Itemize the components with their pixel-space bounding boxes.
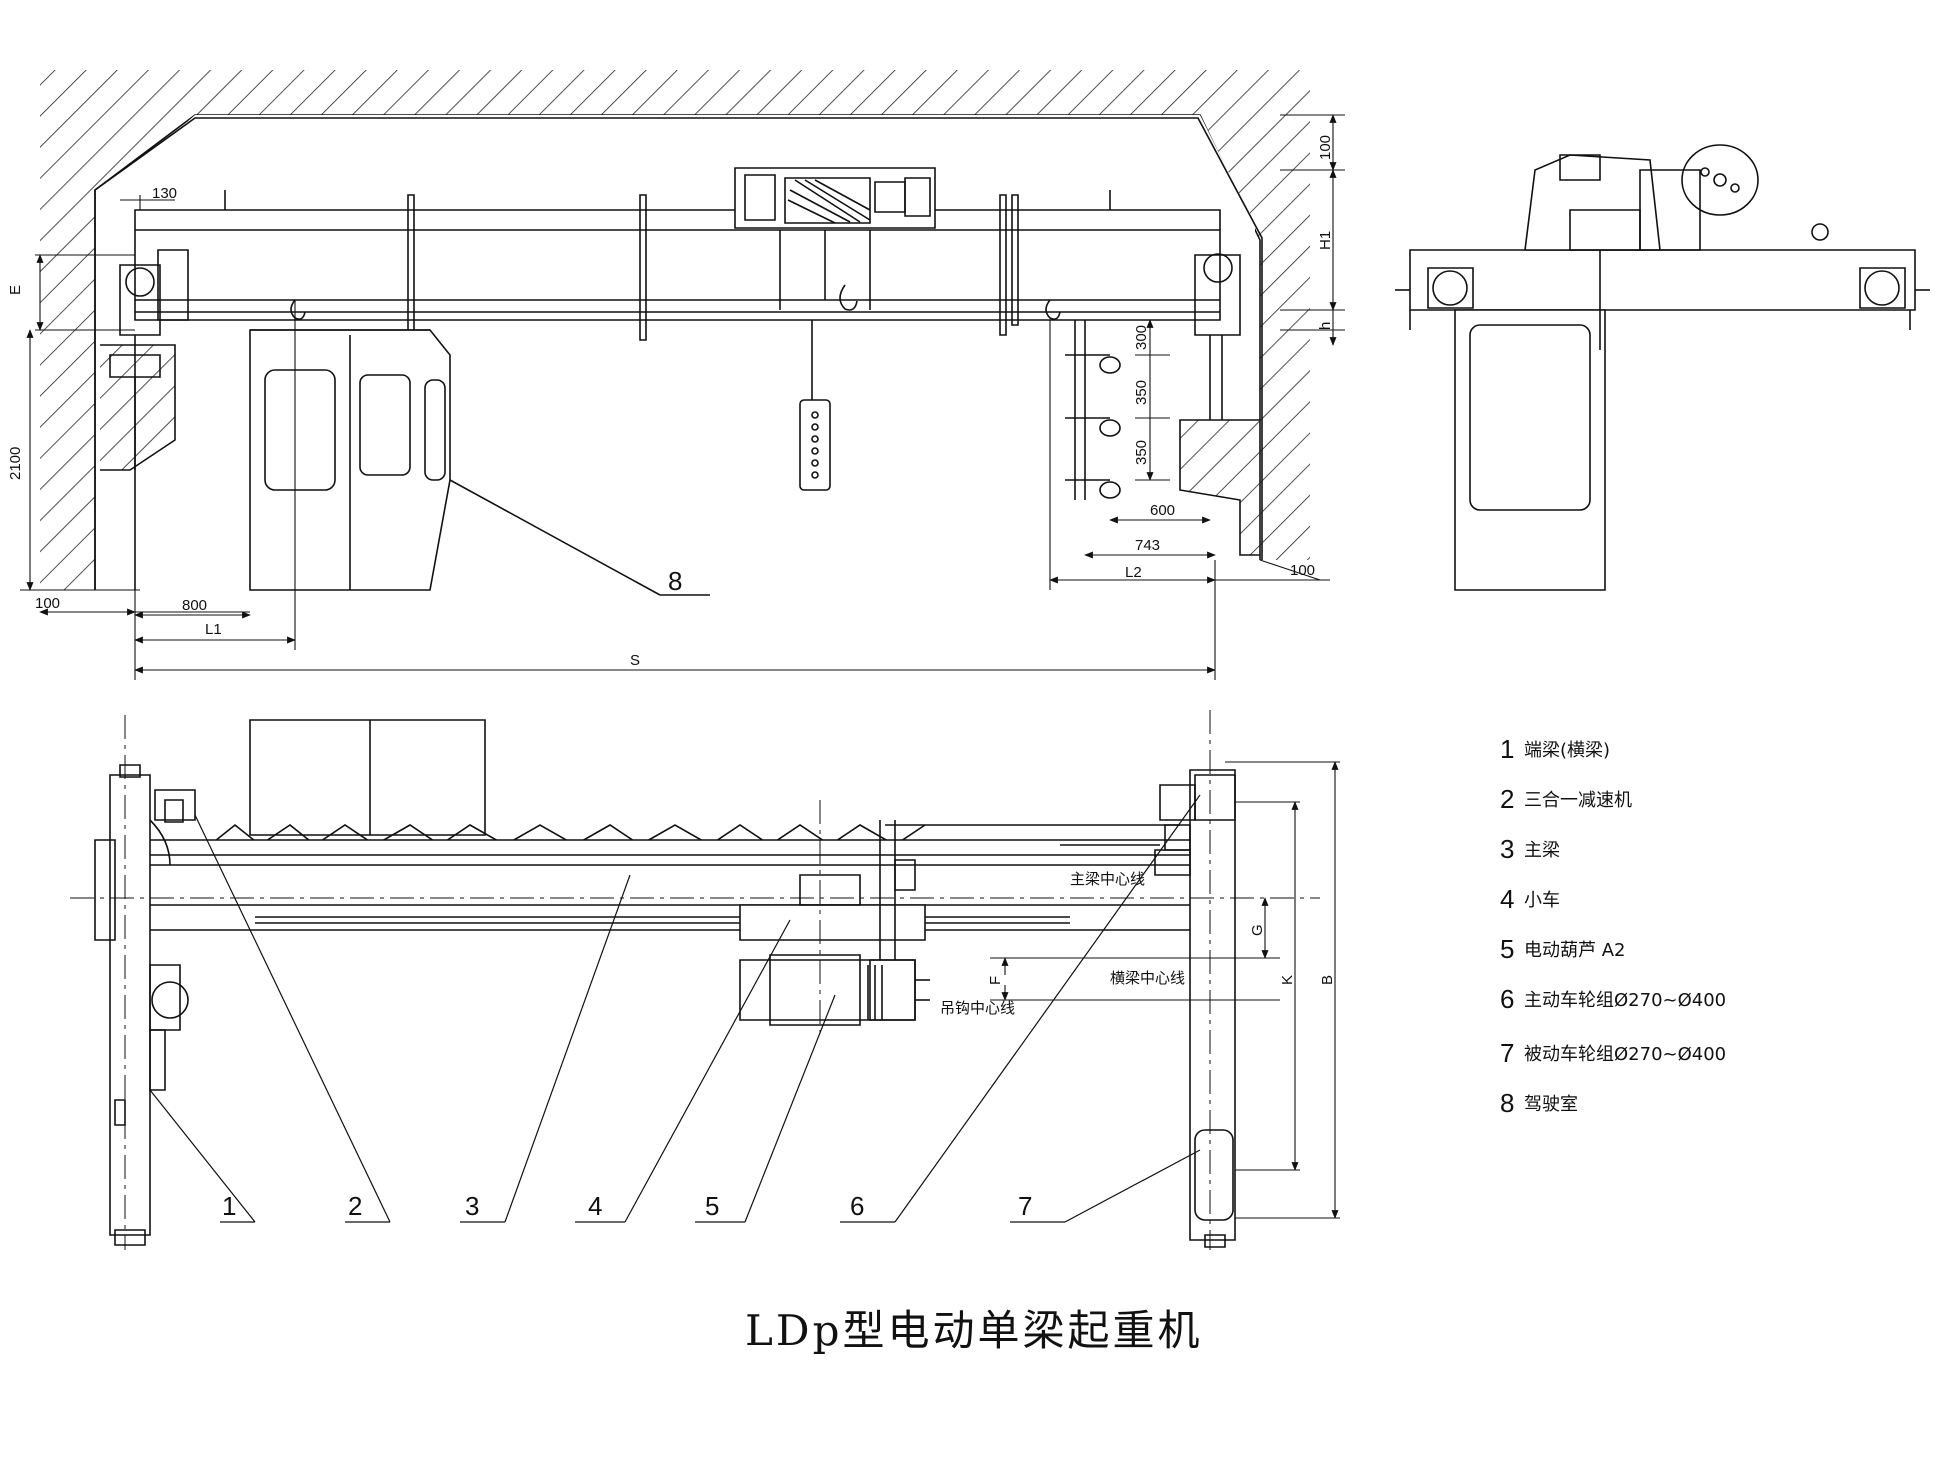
dim-S: S bbox=[630, 652, 640, 669]
festoon-supports bbox=[1065, 320, 1120, 500]
dim-130: 130 bbox=[152, 185, 177, 202]
legend-num: 1 bbox=[1500, 734, 1514, 764]
legend: 1 端梁(横梁) 2 三合一减速机 3 主梁 4 小车 5 电动葫芦 A2 6 … bbox=[1500, 734, 1726, 1118]
main-beam-centerline-label: 主梁中心线 bbox=[1070, 870, 1145, 888]
dim-743: 743 bbox=[1135, 537, 1160, 554]
callout-2: 2 bbox=[348, 1191, 362, 1221]
legend-text: 驾驶室 bbox=[1524, 1094, 1578, 1115]
drawing-title: LDp型电动单梁起重机 bbox=[745, 1306, 1202, 1355]
legend-num: 6 bbox=[1500, 984, 1514, 1014]
dim-100-top: 100 bbox=[1317, 135, 1334, 160]
legend-text: 电动葫芦 A2 bbox=[1524, 940, 1626, 961]
end-carriage-left bbox=[110, 775, 150, 1235]
legend-text: 主梁 bbox=[1524, 840, 1560, 861]
dim-L2: L2 bbox=[1125, 564, 1142, 581]
legend-text: 小车 bbox=[1524, 890, 1560, 911]
callout-6: 6 bbox=[850, 1191, 864, 1221]
legend-text: 主动车轮组Ø270~Ø400 bbox=[1524, 990, 1726, 1011]
dim-h: h bbox=[1317, 322, 1334, 330]
elevation-view bbox=[20, 70, 1345, 680]
dim-600: 600 bbox=[1150, 502, 1175, 519]
pendant-control bbox=[800, 400, 830, 490]
plan-dim-text: 主梁中心线 横梁中心线 吊钩中心线 G F K B bbox=[940, 870, 1336, 1017]
side-view bbox=[1395, 145, 1930, 590]
callout-3: 3 bbox=[465, 1191, 479, 1221]
trolley-plan bbox=[740, 905, 925, 940]
dim-100-left: 100 bbox=[35, 595, 60, 612]
legend-num: 2 bbox=[1500, 784, 1514, 814]
dim-350-a: 350 bbox=[1133, 380, 1150, 405]
callout-8: 8 bbox=[668, 566, 682, 596]
plan-dimension-lines bbox=[990, 761, 1340, 1219]
callout-numbers: 8 1 2 3 4 5 6 7 bbox=[222, 566, 1032, 1221]
legend-text: 三合一减速机 bbox=[1524, 790, 1632, 811]
legend-num: 7 bbox=[1500, 1038, 1514, 1068]
legend-num: 8 bbox=[1500, 1088, 1514, 1118]
dim-100-right: 100 bbox=[1290, 562, 1315, 579]
cab-plan bbox=[250, 720, 485, 835]
callout-5: 5 bbox=[705, 1191, 719, 1221]
legend-num: 4 bbox=[1500, 884, 1514, 914]
callout-leaders bbox=[150, 795, 1200, 1222]
legend-text: 被动车轮组Ø270~Ø400 bbox=[1524, 1044, 1726, 1065]
callout-4: 4 bbox=[588, 1191, 602, 1221]
electric-hoist bbox=[735, 168, 935, 310]
legend-num: 5 bbox=[1500, 934, 1514, 964]
end-wheel-left bbox=[120, 265, 160, 335]
dim-K: K bbox=[1279, 975, 1296, 985]
hoist-motor-plan bbox=[740, 960, 915, 1020]
dim-300: 300 bbox=[1133, 325, 1150, 350]
dim-350-b: 350 bbox=[1133, 440, 1150, 465]
elevation-dimension-lines bbox=[20, 114, 1345, 680]
cross-beam-centerline-label: 横梁中心线 bbox=[1110, 969, 1185, 987]
dim-800: 800 bbox=[182, 597, 207, 614]
building-wall-hatch bbox=[40, 70, 1310, 590]
hook-icon bbox=[1046, 300, 1060, 319]
callout-1: 1 bbox=[222, 1191, 236, 1221]
dim-G: G bbox=[1249, 924, 1266, 936]
dim-F: F bbox=[987, 976, 1004, 985]
legend-text: 端梁(横梁) bbox=[1524, 740, 1610, 761]
elevation-dim-text: 130 E 2100 100 800 L1 S 300 350 350 600 … bbox=[7, 135, 1334, 669]
end-wheel-right bbox=[1195, 255, 1240, 335]
plan-view bbox=[70, 710, 1340, 1250]
operator-cab bbox=[250, 330, 450, 590]
main-girder bbox=[135, 210, 1220, 320]
end-carriage-right bbox=[1190, 770, 1235, 1240]
callout-7: 7 bbox=[1018, 1191, 1032, 1221]
dim-E: E bbox=[7, 285, 24, 295]
dim-B: B bbox=[1319, 975, 1336, 985]
dim-2100: 2100 bbox=[7, 447, 24, 480]
legend-num: 3 bbox=[1500, 834, 1514, 864]
hook-centerline-label: 吊钩中心线 bbox=[940, 999, 1015, 1017]
dim-L1: L1 bbox=[205, 621, 222, 638]
dim-H1: H1 bbox=[1317, 231, 1334, 250]
